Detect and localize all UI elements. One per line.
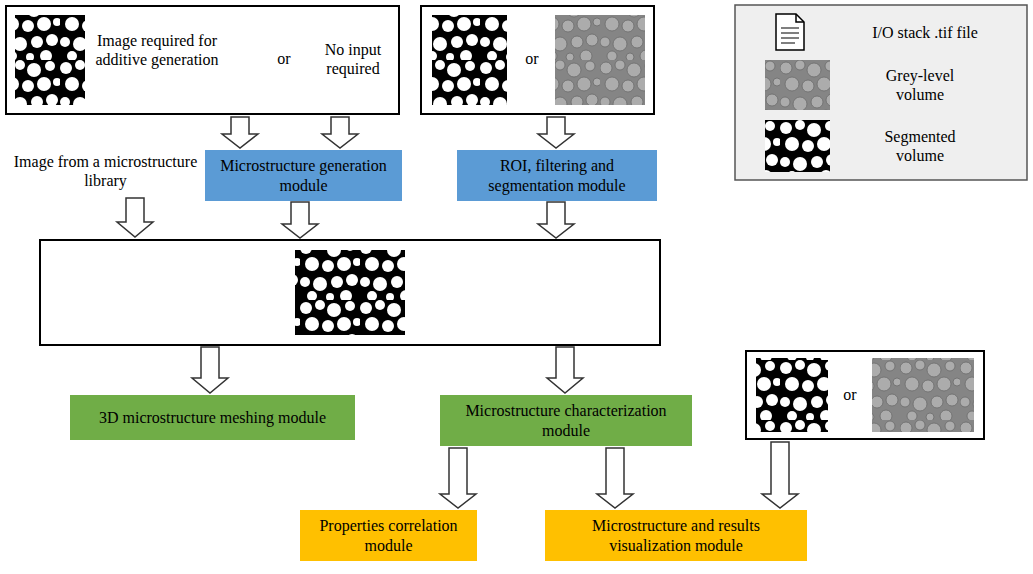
block-arrow (538, 117, 574, 148)
grey-volume-sample (765, 60, 830, 110)
node-text: Properties correlation module (308, 516, 469, 554)
block-arrow (440, 448, 476, 508)
node-text: or (269, 49, 299, 68)
legend-text: Segmented volume (865, 127, 975, 165)
module-box: Microstructure characterization module (440, 395, 692, 446)
node-text: or (830, 385, 870, 404)
node-text: Microstructure generation module (213, 156, 394, 194)
module-box: Properties correlation module (300, 510, 477, 561)
segmented-image (15, 15, 85, 105)
legend-text: I/O stack .tif file (850, 23, 1000, 42)
source-label: Image from a microstructure library (8, 152, 203, 190)
block-arrow (762, 442, 798, 508)
module-box: Microstructure and results visualization… (545, 510, 807, 561)
segmented-image (756, 358, 828, 432)
node-text: ROI, filtering and segmentation module (465, 156, 649, 194)
segmented-image (295, 250, 405, 335)
block-arrow (322, 117, 358, 148)
grey-image (555, 15, 645, 105)
node-text: Microstructure characterization module (448, 401, 684, 439)
module-box: 3D microstructure meshing module (70, 395, 355, 440)
legend-text: Grey-level volume (865, 66, 975, 104)
segmented-volume-sample (765, 120, 830, 172)
block-arrow (222, 117, 258, 148)
segmented-image (432, 15, 507, 105)
block-arrow (597, 448, 633, 508)
input-frame: or (420, 5, 655, 115)
node-text: No input required (312, 40, 394, 78)
node-text: Image required for additive generation (92, 31, 222, 69)
document-icon (776, 14, 804, 50)
block-arrows (117, 198, 583, 393)
input-frame: Image required for additive generation or… (5, 5, 400, 115)
legend-panel (735, 5, 1027, 180)
module-box: ROI, filtering and segmentation module (457, 150, 657, 201)
node-text: or (512, 49, 552, 68)
node-text: Microstructure and results visualization… (553, 516, 799, 554)
grey-image (872, 358, 974, 432)
result-frame (40, 240, 660, 345)
node-text: 3D microstructure meshing module (99, 408, 326, 427)
input-frame: or (745, 350, 985, 440)
module-box: Microstructure generation module (205, 150, 402, 201)
